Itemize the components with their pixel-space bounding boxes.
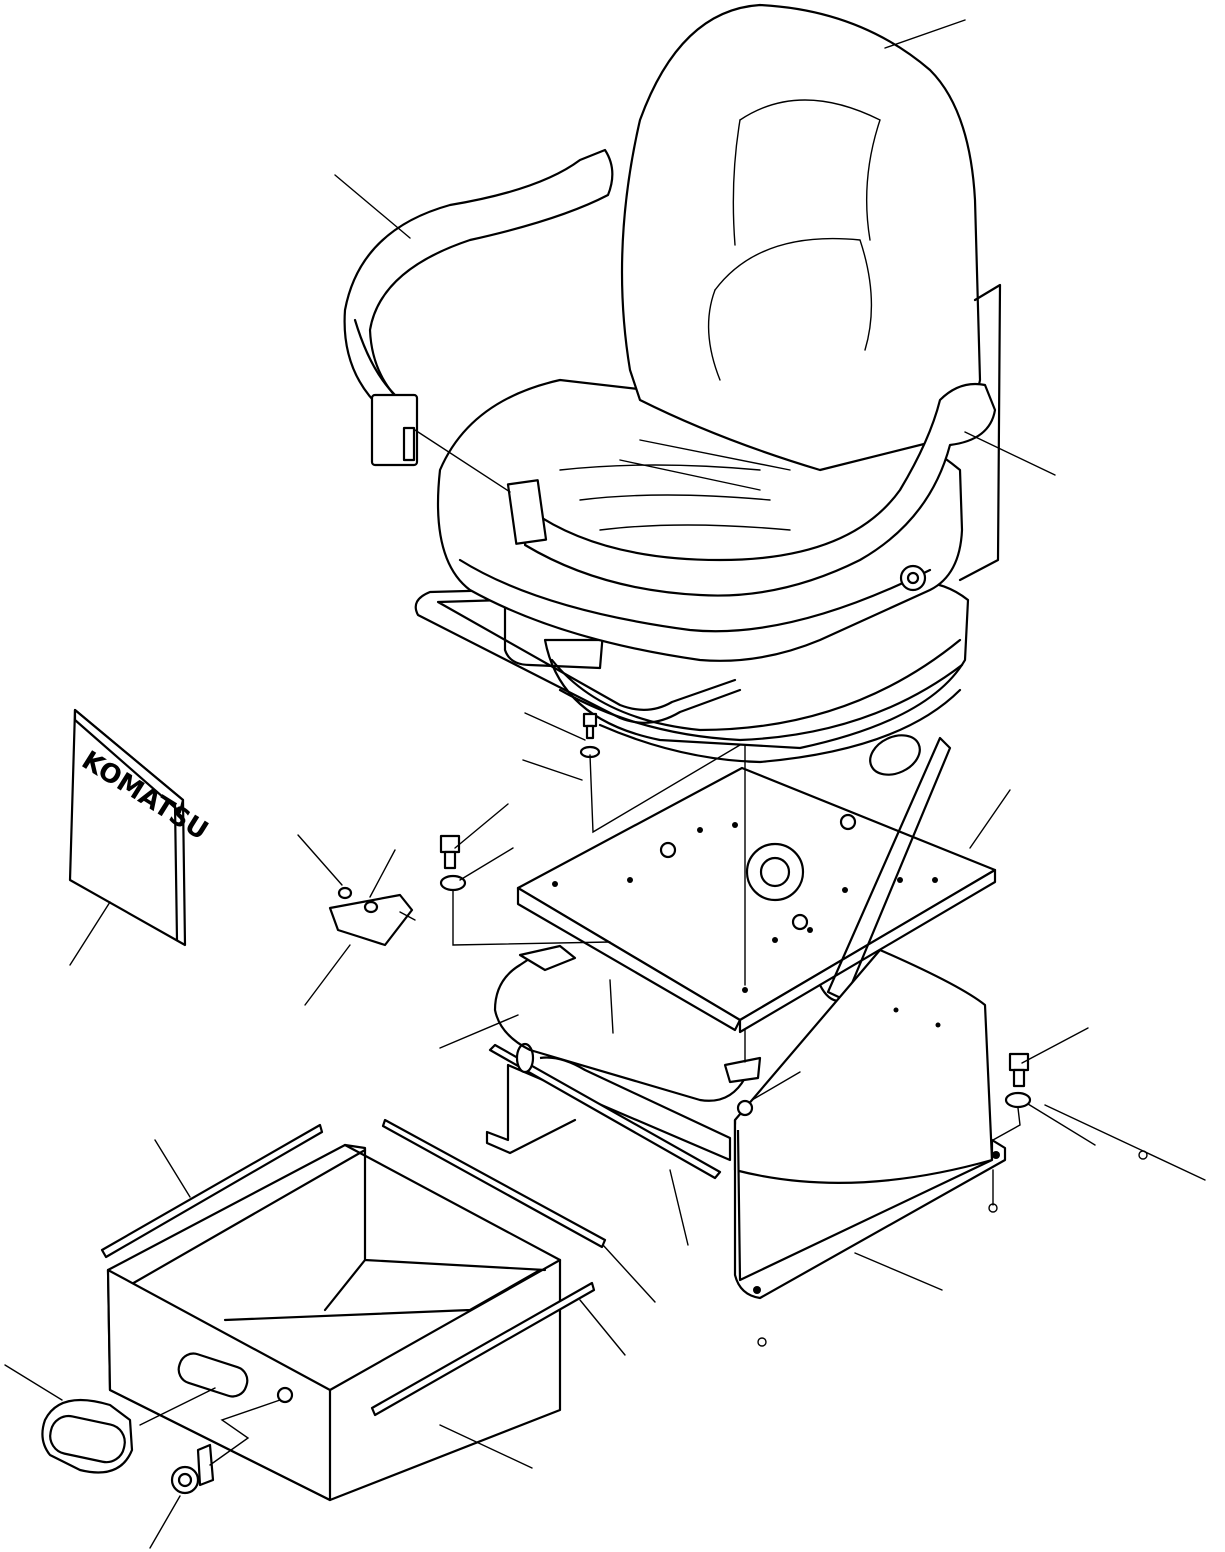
swivel-base-plate — [516, 734, 997, 1034]
operator-seat — [343, 3, 1002, 764]
assembly-guide-lines — [139, 429, 1206, 1466]
right-armrest — [506, 382, 997, 597]
drawer-lock — [170, 1443, 215, 1495]
seat-slide-rail — [414, 588, 742, 724]
seat-backrest — [620, 3, 1002, 582]
callout-leader-lines — [4, 19, 1096, 1549]
operator-manual: KOMATSU — [68, 708, 213, 947]
left-armrest — [343, 148, 614, 467]
drawer-handle — [41, 1398, 134, 1474]
mounting-bracket-loop — [493, 953, 747, 1102]
storage-drawer — [100, 1118, 607, 1502]
seat-stand-console — [485, 948, 1007, 1300]
